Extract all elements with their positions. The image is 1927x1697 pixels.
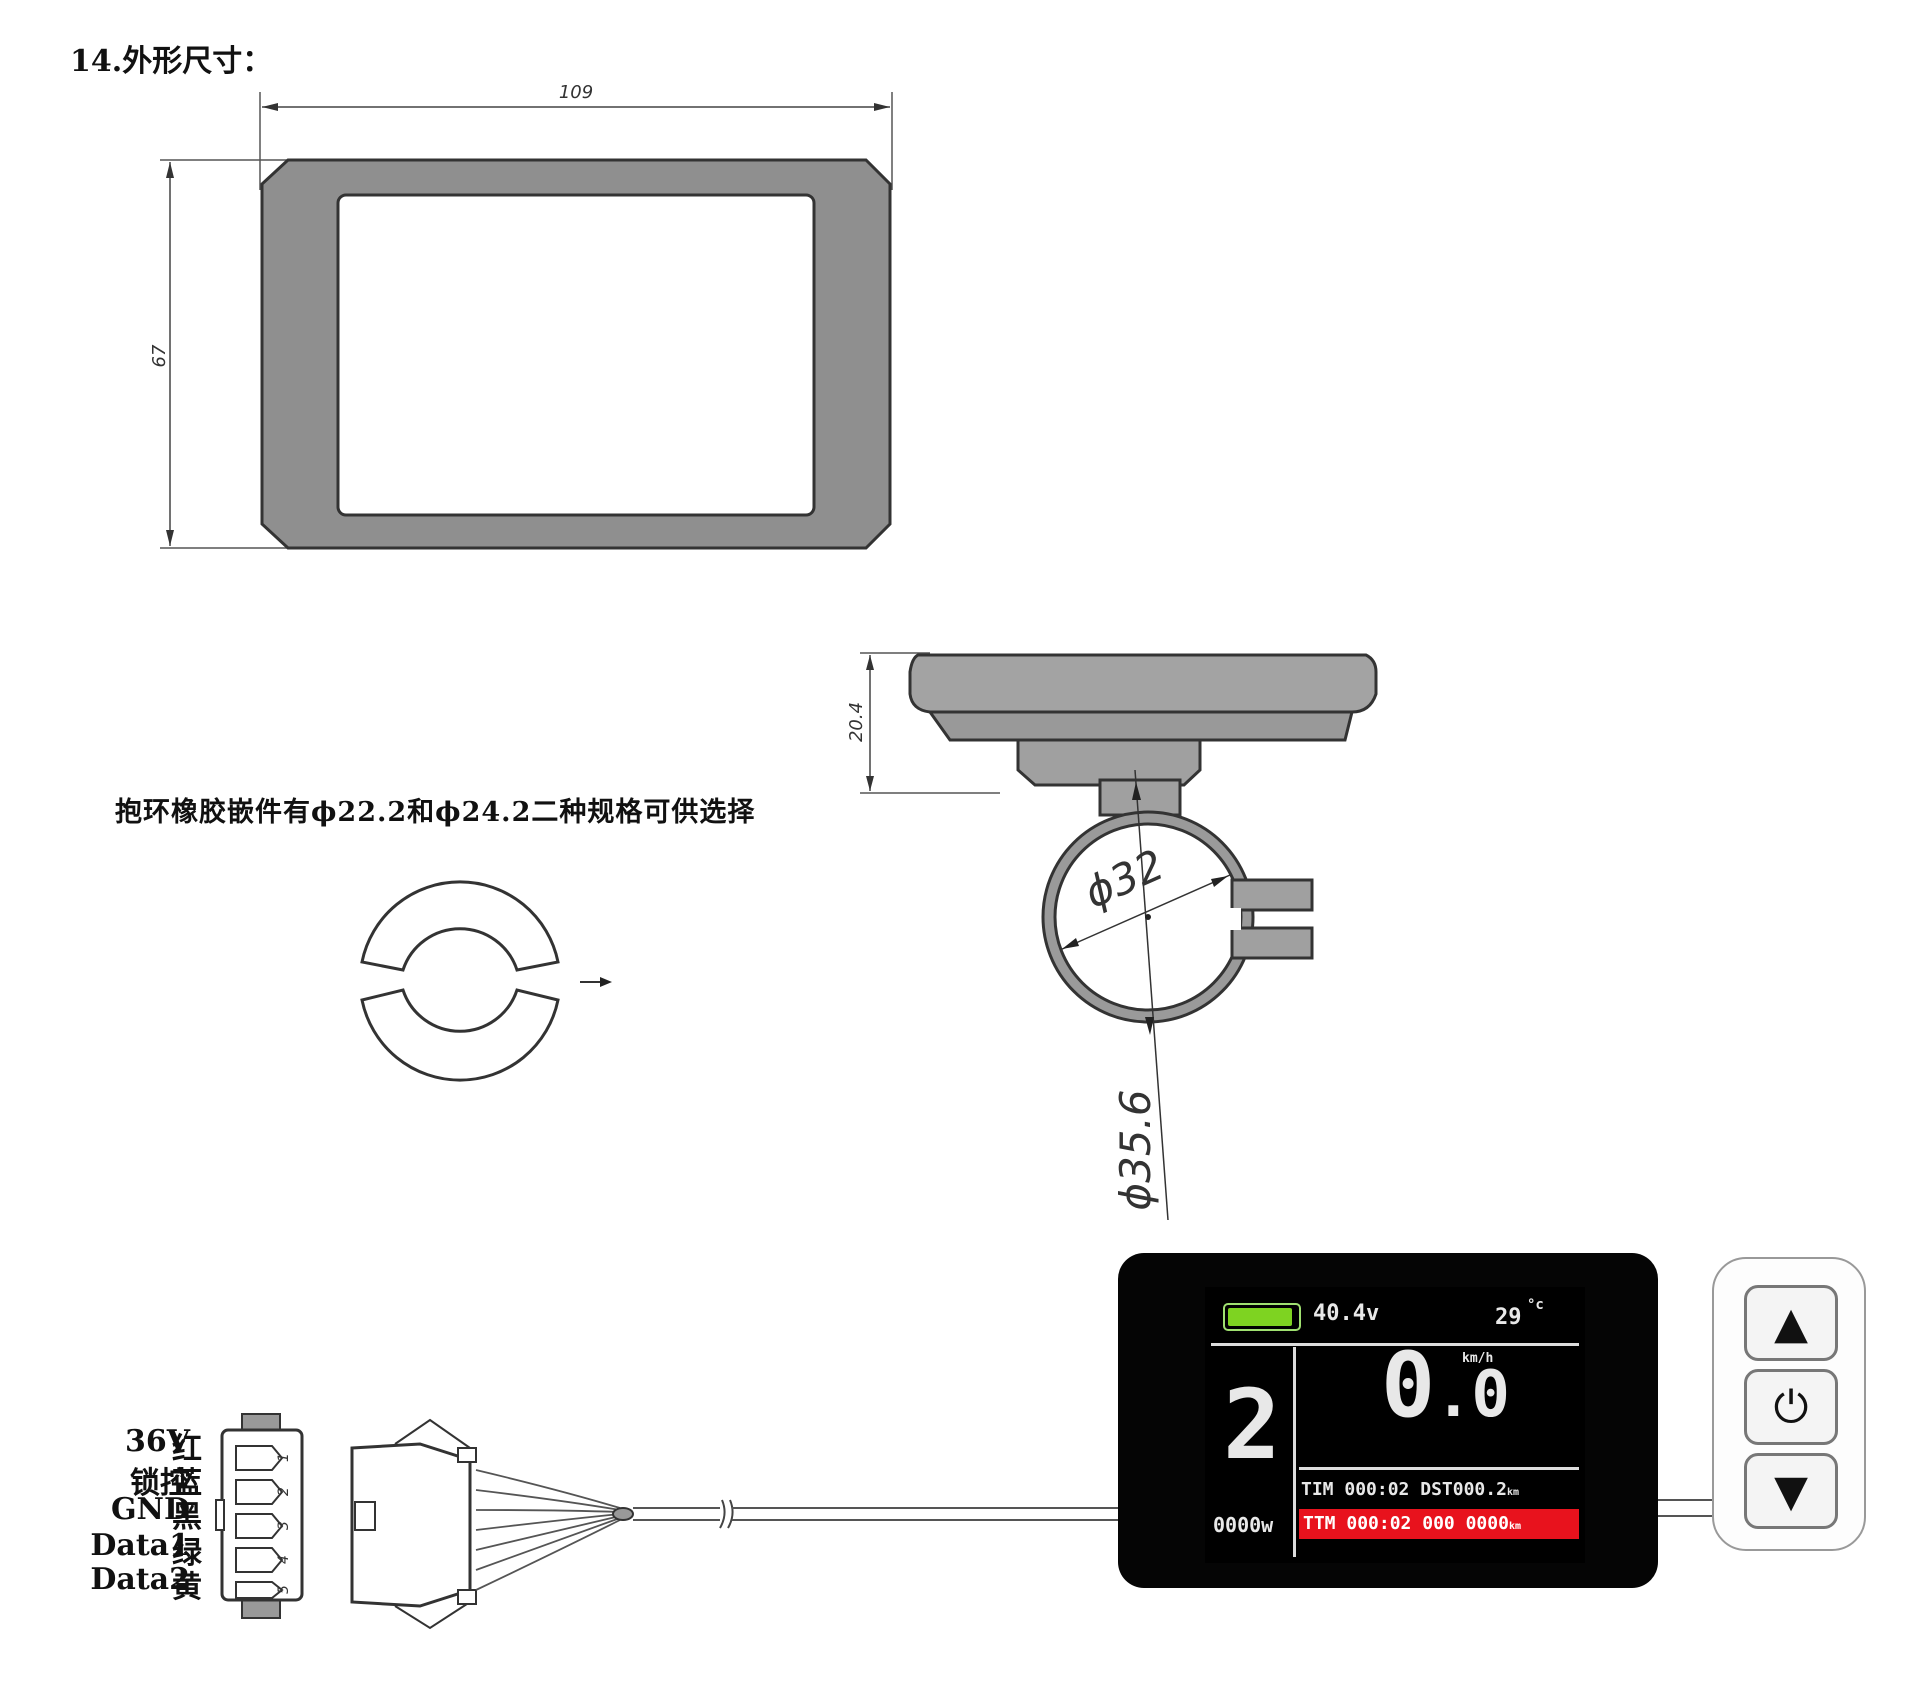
connector-drawing — [215, 1413, 1712, 1630]
wire-name: GND — [110, 1492, 190, 1527]
power-icon: ⏻ — [1773, 1381, 1809, 1433]
speed-unit: km/h — [1462, 1351, 1494, 1366]
wire-color: 蓝 — [172, 1466, 202, 1501]
wire-name: 锁控 — [130, 1466, 190, 1501]
wire-color: 黑 — [172, 1500, 202, 1535]
power-button[interactable]: ⏻ — [1744, 1369, 1838, 1445]
ttm-label: TTM — [1303, 1513, 1336, 1534]
pin-number: 1 — [276, 1453, 292, 1462]
section-title: 14.外形尺寸： — [70, 44, 273, 79]
dst-unit: km — [1506, 1487, 1519, 1498]
width-label: 109 — [559, 82, 593, 103]
pin-number: 4 — [276, 1555, 292, 1564]
front-view — [160, 92, 893, 550]
tim-value: 000:02 — [1344, 1479, 1410, 1500]
voltage: 40.4v — [1313, 1301, 1380, 1326]
lcd-display-unit: 40.4v 29 °c km/h 0.0 2 0000w TIM 000:02 … — [1118, 1253, 1658, 1588]
lcd-screen: 40.4v 29 °c km/h 0.0 2 0000w TIM 000:02 … — [1205, 1287, 1585, 1563]
triangle-up-icon: ▲ — [1774, 1297, 1808, 1349]
speed-dot: . — [1435, 1361, 1472, 1431]
height-label: 67 — [149, 344, 170, 367]
trip-row: TIM 000:02 DST000.2km — [1301, 1479, 1519, 1500]
dst-label: DST — [1420, 1479, 1453, 1500]
pin-number: 3 — [276, 1521, 292, 1530]
display-window — [336, 193, 816, 517]
side-view — [860, 652, 1378, 1221]
rubber-insert — [360, 880, 612, 1082]
speed-integer: 0 — [1381, 1333, 1436, 1438]
control-pad: ▲ ⏻ ▼ — [1712, 1257, 1866, 1551]
speed-decimal: 0 — [1471, 1358, 1510, 1432]
triangle-down-icon: ▼ — [1774, 1465, 1808, 1517]
tim-label: TIM — [1301, 1479, 1334, 1500]
outer-diameter-line — [1134, 769, 1169, 1221]
pin-number: 2 — [276, 1487, 292, 1496]
temperature-unit: °c — [1527, 1297, 1544, 1313]
temperature: 29 — [1495, 1305, 1522, 1330]
battery-fill — [1228, 1308, 1292, 1326]
wire-color: 黄 — [172, 1570, 202, 1605]
assist-level: 2 — [1223, 1369, 1281, 1481]
odo-label: 000 — [1422, 1513, 1455, 1534]
wire-name: Data1 — [90, 1528, 190, 1563]
wire-name: 36V — [124, 1424, 190, 1459]
rubber-insert-note: 抱环橡胶嵌件有ϕ22.2和ϕ24.2二种规格可供选择 — [115, 797, 756, 828]
up-button[interactable]: ▲ — [1744, 1285, 1838, 1361]
ttm-value: 000:02 — [1346, 1513, 1412, 1534]
wire-legend: 36V 红 锁控 蓝 GND 黑 Data1 绿 Data2 黄 — [0, 0, 260, 1697]
wire-name: Data2 — [90, 1562, 190, 1597]
down-button[interactable]: ▼ — [1744, 1453, 1838, 1529]
total-row: TTM 000:02 000 0000km — [1299, 1509, 1579, 1539]
power-output: 0000w — [1213, 1513, 1274, 1537]
battery-icon — [1223, 1303, 1301, 1331]
pin-number: 5 — [276, 1585, 292, 1594]
wire-color: 绿 — [172, 1536, 202, 1571]
depth-label: 20.4 — [846, 702, 867, 742]
outer-diameter-label: ϕ35.6 — [1111, 1089, 1160, 1210]
odo-unit: km — [1508, 1521, 1521, 1532]
odo-value: 0000 — [1465, 1513, 1509, 1534]
speed-value: 0.0 — [1381, 1341, 1510, 1431]
wire-color: 红 — [172, 1432, 202, 1467]
dst-value: 000.2 — [1452, 1479, 1507, 1500]
